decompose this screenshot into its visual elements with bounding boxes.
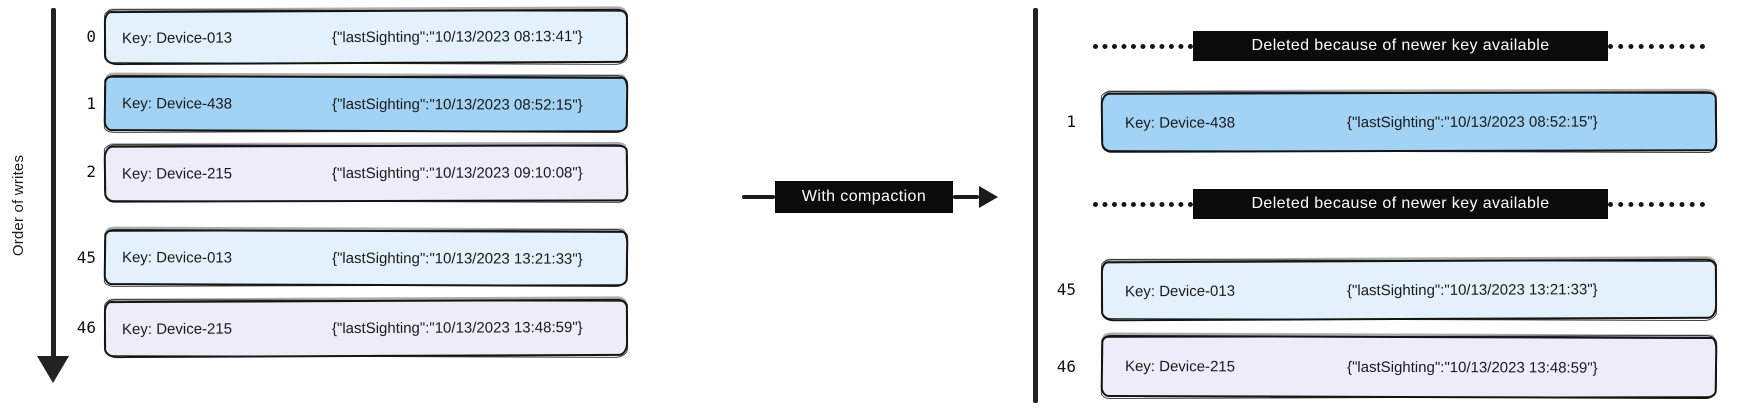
- arrow-line: [953, 194, 979, 200]
- record-index: 1: [86, 94, 96, 113]
- right-arrowhead-icon: [979, 186, 998, 208]
- log-record-row: Key: Device-438 {"lastSighting":"10/13/2…: [103, 75, 629, 133]
- order-of-writes-axis-line: [51, 8, 56, 358]
- order-of-writes-label: Order of writes: [10, 154, 28, 257]
- record-value: {"lastSighting":"10/13/2023 13:21:33"}: [1346, 280, 1598, 299]
- record-index: 2: [86, 162, 96, 181]
- dotted-line: [1608, 43, 1705, 49]
- log-record-row: Key: Device-215 {"lastSighting":"10/13/2…: [103, 298, 629, 359]
- record-key: Key: Device-013: [121, 29, 233, 47]
- record-index: 45: [1056, 280, 1076, 299]
- record-value: {"lastSighting":"10/13/2023 13:21:33"}: [331, 249, 583, 268]
- record-index: 46: [1056, 357, 1076, 376]
- record-key: Key: Device-215: [121, 165, 233, 183]
- record-key: Key: Device-013: [121, 248, 233, 267]
- deleted-label: Deleted because of newer key available: [1193, 189, 1608, 219]
- dotted-line: [1608, 201, 1705, 207]
- record-value: {"lastSighting":"10/13/2023 08:52:15"}: [1346, 113, 1598, 131]
- log-record-row: Key: Device-215 {"lastSighting":"10/13/2…: [103, 144, 629, 203]
- log-record-row: Key: Device-438 {"lastSighting":"10/13/2…: [1100, 91, 1718, 153]
- deleted-marker: Deleted because of newer key available: [1093, 188, 1705, 220]
- record-index: 46: [76, 318, 96, 337]
- log-record-row: Key: Device-013 {"lastSighting":"10/13/2…: [1100, 258, 1718, 322]
- arrow-line: [742, 194, 775, 200]
- log-record-row: Key: Device-013 {"lastSighting":"10/13/2…: [103, 8, 629, 66]
- record-value: {"lastSighting":"10/13/2023 08:52:15"}: [331, 95, 583, 114]
- record-index: 0: [86, 27, 96, 46]
- compaction-arrow: With compaction: [742, 181, 1000, 213]
- log-record-row: Key: Device-013 {"lastSighting":"10/13/2…: [103, 229, 629, 287]
- deleted-label: Deleted because of newer key available: [1193, 31, 1608, 61]
- record-value: {"lastSighting":"10/13/2023 13:48:59"}: [1346, 358, 1598, 377]
- record-value: {"lastSighting":"10/13/2023 09:10:08"}: [331, 164, 583, 183]
- order-of-writes-label-wrap: Order of writes: [0, 0, 38, 411]
- record-key: Key: Device-013: [1124, 282, 1236, 300]
- down-arrowhead-icon: [37, 356, 69, 383]
- compacted-log-axis-line: [1033, 8, 1038, 403]
- deleted-marker: Deleted because of newer key available: [1093, 30, 1705, 62]
- record-key: Key: Device-438: [1124, 113, 1236, 132]
- record-value: {"lastSighting":"10/13/2023 08:13:41"}: [331, 27, 583, 46]
- record-index: 1: [1066, 112, 1076, 131]
- record-key: Key: Device-438: [121, 94, 233, 113]
- compaction-label: With compaction: [775, 181, 953, 213]
- log-record-row: Key: Device-215 {"lastSighting":"10/13/2…: [1100, 334, 1718, 400]
- dotted-line: [1093, 201, 1193, 207]
- record-key: Key: Device-215: [1124, 357, 1236, 375]
- record-value: {"lastSighting":"10/13/2023 13:48:59"}: [331, 319, 583, 338]
- record-index: 45: [76, 248, 96, 267]
- record-key: Key: Device-215: [121, 320, 233, 339]
- dotted-line: [1093, 43, 1193, 49]
